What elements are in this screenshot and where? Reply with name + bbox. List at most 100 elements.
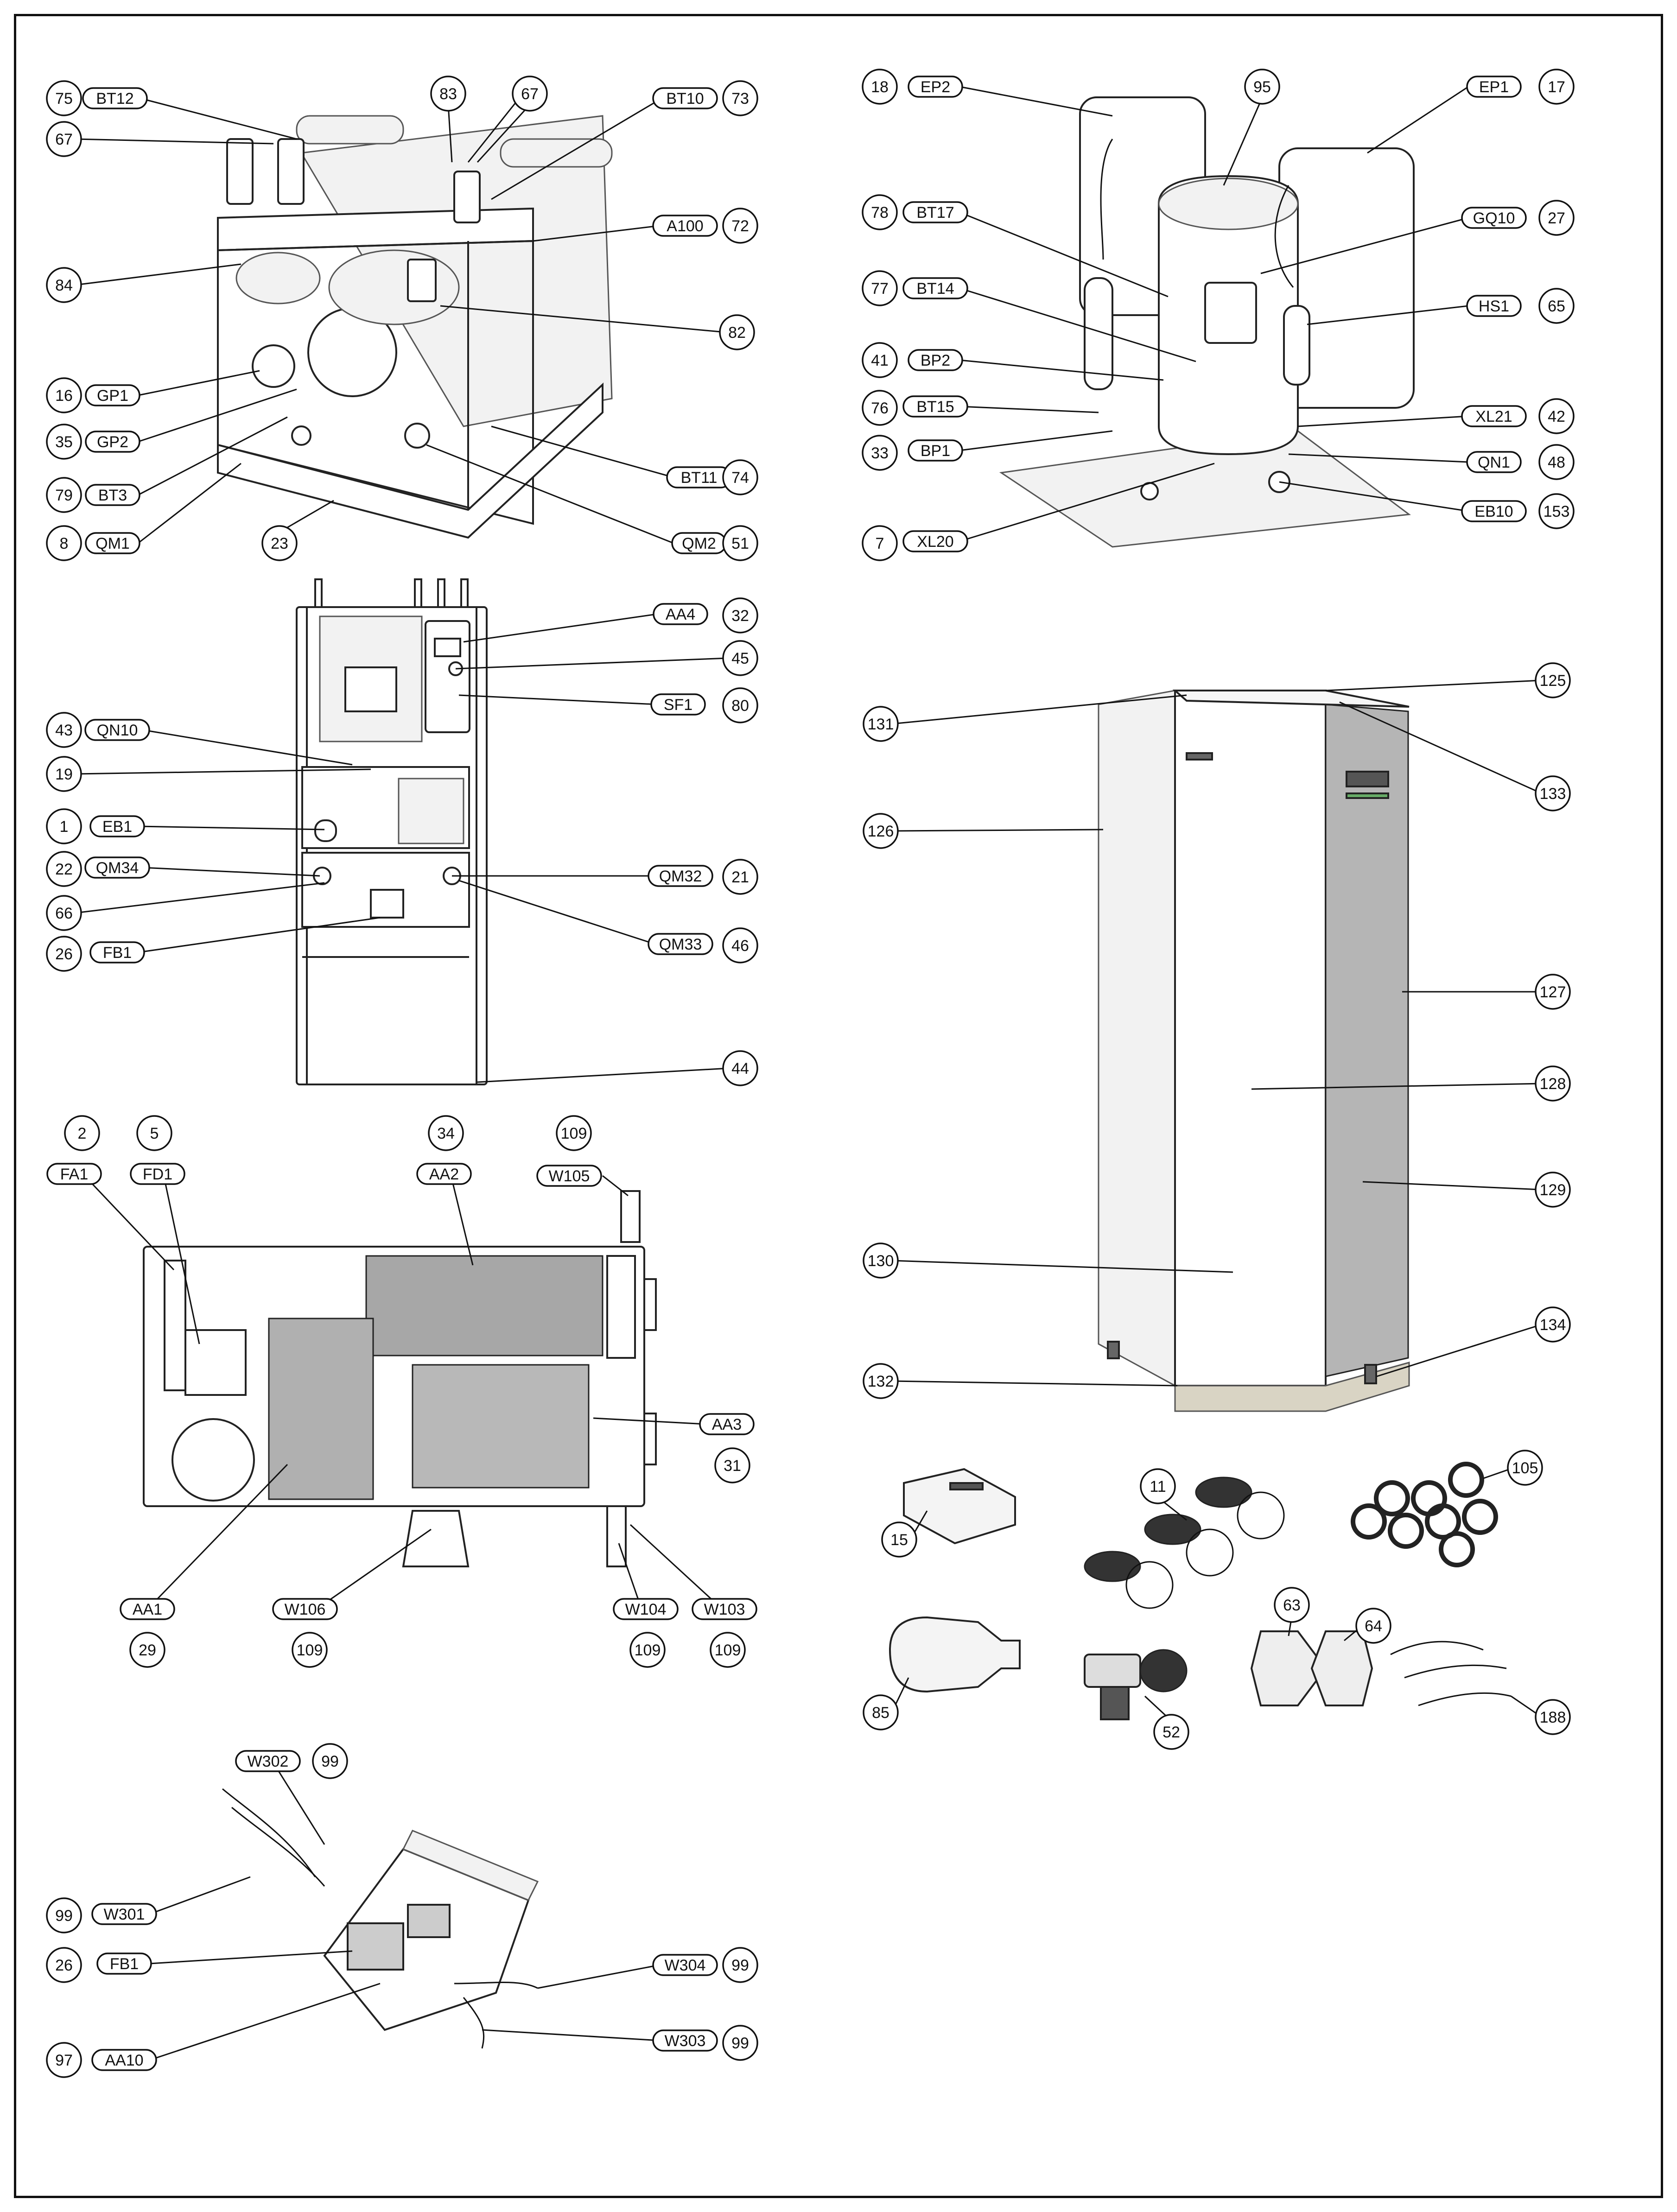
callout-text: 79: [55, 487, 73, 504]
callout-text: 31: [724, 1457, 741, 1475]
callout-circle: [863, 1363, 899, 1399]
callout-text: 82: [728, 324, 746, 342]
item-number-callout: 74: [722, 459, 758, 495]
callout-pill: [96, 1952, 152, 1975]
callout-text: HS1: [1479, 298, 1509, 315]
callout-circle: [46, 525, 82, 561]
callout-circle: [710, 1632, 746, 1668]
callout-pill: [1461, 405, 1527, 427]
component-code-callout: BT11: [666, 466, 732, 488]
callout-pill: [613, 1598, 679, 1620]
callout-text: 18: [871, 78, 889, 96]
callout-circle: [722, 459, 758, 495]
callout-circle: [46, 756, 82, 792]
callout-text: 84: [55, 277, 73, 294]
callout-text: 99: [55, 1907, 73, 1925]
callout-text: AA1: [133, 1601, 162, 1618]
callout-text: W301: [104, 1906, 145, 1923]
callout-circle: [1535, 1699, 1571, 1735]
callout-circle: [1244, 69, 1280, 105]
callout-circle: [863, 813, 899, 849]
callout-pill: [85, 431, 140, 453]
callout-text: 127: [1540, 983, 1566, 1001]
callout-text: 23: [271, 535, 288, 552]
item-number-callout: 33: [862, 435, 898, 471]
callout-text: BP2: [921, 352, 950, 369]
callout-text: W103: [704, 1601, 745, 1618]
callout-text: 126: [868, 823, 894, 840]
component-code-callout: W104: [613, 1598, 679, 1620]
callout-circle: [1538, 288, 1575, 324]
callout-circle: [1538, 69, 1575, 105]
callout-circle: [722, 927, 758, 963]
component-code-callout: BT17: [902, 201, 968, 223]
item-number-callout: 97: [46, 2042, 82, 2078]
callout-pill: [46, 1163, 102, 1185]
callout-pill: [648, 933, 713, 955]
item-number-callout: 99: [722, 1947, 758, 1983]
electrical-box-drawing: [143, 1190, 657, 1567]
callout-circle: [430, 76, 466, 112]
item-number-callout: 16: [46, 377, 82, 413]
cabinet-drawing: [1098, 690, 1410, 1412]
item-number-callout: 52: [1153, 1714, 1189, 1750]
callout-text: 72: [731, 217, 749, 235]
callout-circle: [46, 851, 82, 887]
item-number-callout: 82: [719, 314, 755, 350]
callout-text: 105: [1512, 1459, 1538, 1477]
item-number-callout: 109: [292, 1632, 328, 1668]
item-number-callout: 76: [862, 390, 898, 426]
component-code-callout: SF1: [650, 693, 706, 716]
callout-pill: [120, 1598, 175, 1620]
item-number-callout: 109: [629, 1632, 666, 1668]
callout-text: 22: [55, 861, 73, 878]
callout-text: BT14: [916, 280, 954, 298]
callout-circle: [1535, 662, 1571, 698]
callout-pill: [85, 532, 140, 554]
item-number-callout: 43: [46, 712, 82, 748]
item-number-callout: 129: [1535, 1172, 1571, 1208]
callout-text: 99: [731, 2035, 749, 2052]
item-number-callout: 109: [556, 1115, 592, 1151]
callout-text: 66: [55, 905, 73, 922]
callout-pill: [692, 1598, 757, 1620]
callout-text: FD1: [143, 1166, 172, 1183]
item-number-callout: 80: [722, 687, 758, 723]
callout-text: 33: [871, 444, 889, 462]
callout-circle: [722, 640, 758, 676]
callout-text: 131: [868, 716, 894, 733]
callout-text: 32: [731, 607, 749, 625]
item-number-callout: 46: [722, 927, 758, 963]
item-number-callout: 79: [46, 477, 82, 513]
component-code-callout: QM1: [85, 532, 140, 554]
callout-circle: [629, 1632, 666, 1668]
callout-text: GQ10: [1473, 209, 1515, 227]
callout-text: 97: [55, 2052, 73, 2069]
callout-circle: [312, 1743, 348, 1779]
callout-circle: [1140, 1468, 1176, 1504]
component-code-callout: FB1: [96, 1952, 152, 1975]
item-number-callout: 34: [428, 1115, 464, 1151]
callout-text: QM2: [682, 535, 716, 552]
cooling-module-drawing: [999, 96, 1415, 548]
item-number-callout: 41: [862, 342, 898, 378]
callout-text: AA2: [429, 1166, 459, 1183]
item-number-callout: 134: [1535, 1306, 1571, 1343]
callout-text: 153: [1544, 503, 1570, 520]
callout-text: QM33: [659, 936, 702, 953]
callout-text: 64: [1365, 1617, 1382, 1635]
callout-pill: [653, 603, 708, 625]
callout-text: 17: [1548, 78, 1565, 96]
callout-text: 26: [55, 1957, 73, 1974]
item-number-callout: 19: [46, 756, 82, 792]
callout-text: 95: [1253, 78, 1271, 96]
item-number-callout: 35: [46, 424, 82, 460]
component-code-callout: BP1: [908, 439, 963, 462]
callout-circle: [722, 859, 758, 895]
callout-text: 41: [871, 352, 889, 369]
item-number-callout: 11: [1140, 1468, 1176, 1504]
callout-circle: [862, 69, 898, 105]
item-number-callout: 109: [710, 1632, 746, 1668]
callout-text: QN1: [1478, 454, 1510, 471]
